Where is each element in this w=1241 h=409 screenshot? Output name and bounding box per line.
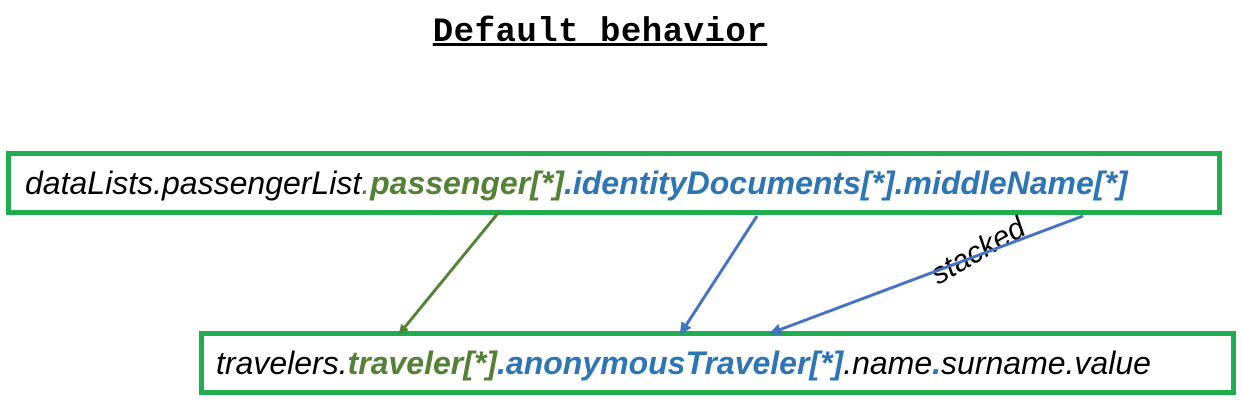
target-path-box: travelers.traveler[*].anonymousTraveler[… <box>199 331 1236 395</box>
source-path-box: dataLists.passengerList.passenger[*].ide… <box>6 151 1222 215</box>
source-path-identity-documents: .identityDocuments[*].middleName[*] <box>563 164 1128 201</box>
target-path-name: .name <box>843 344 933 381</box>
target-path-anonymous-traveler: .anonymousTraveler[*] <box>497 344 844 381</box>
target-path-prefix: travelers. <box>216 344 348 381</box>
arrow-passenger-to-traveler <box>398 211 501 335</box>
arrow-identity-documents-to-anonymous-traveler <box>679 215 759 335</box>
source-path-dot: . <box>361 164 371 201</box>
target-path-traveler: traveler[*] <box>347 344 497 381</box>
source-path-passenger: passenger[*] <box>370 164 564 201</box>
source-path-prefix: dataLists.passengerList <box>25 164 362 201</box>
target-path-dot: . <box>932 344 942 381</box>
diagram-title: Default behavior <box>432 14 768 52</box>
arrow-middle-name-to-anonymous-traveler <box>769 214 1084 336</box>
target-path-surname-value: surname.value <box>941 344 1151 381</box>
